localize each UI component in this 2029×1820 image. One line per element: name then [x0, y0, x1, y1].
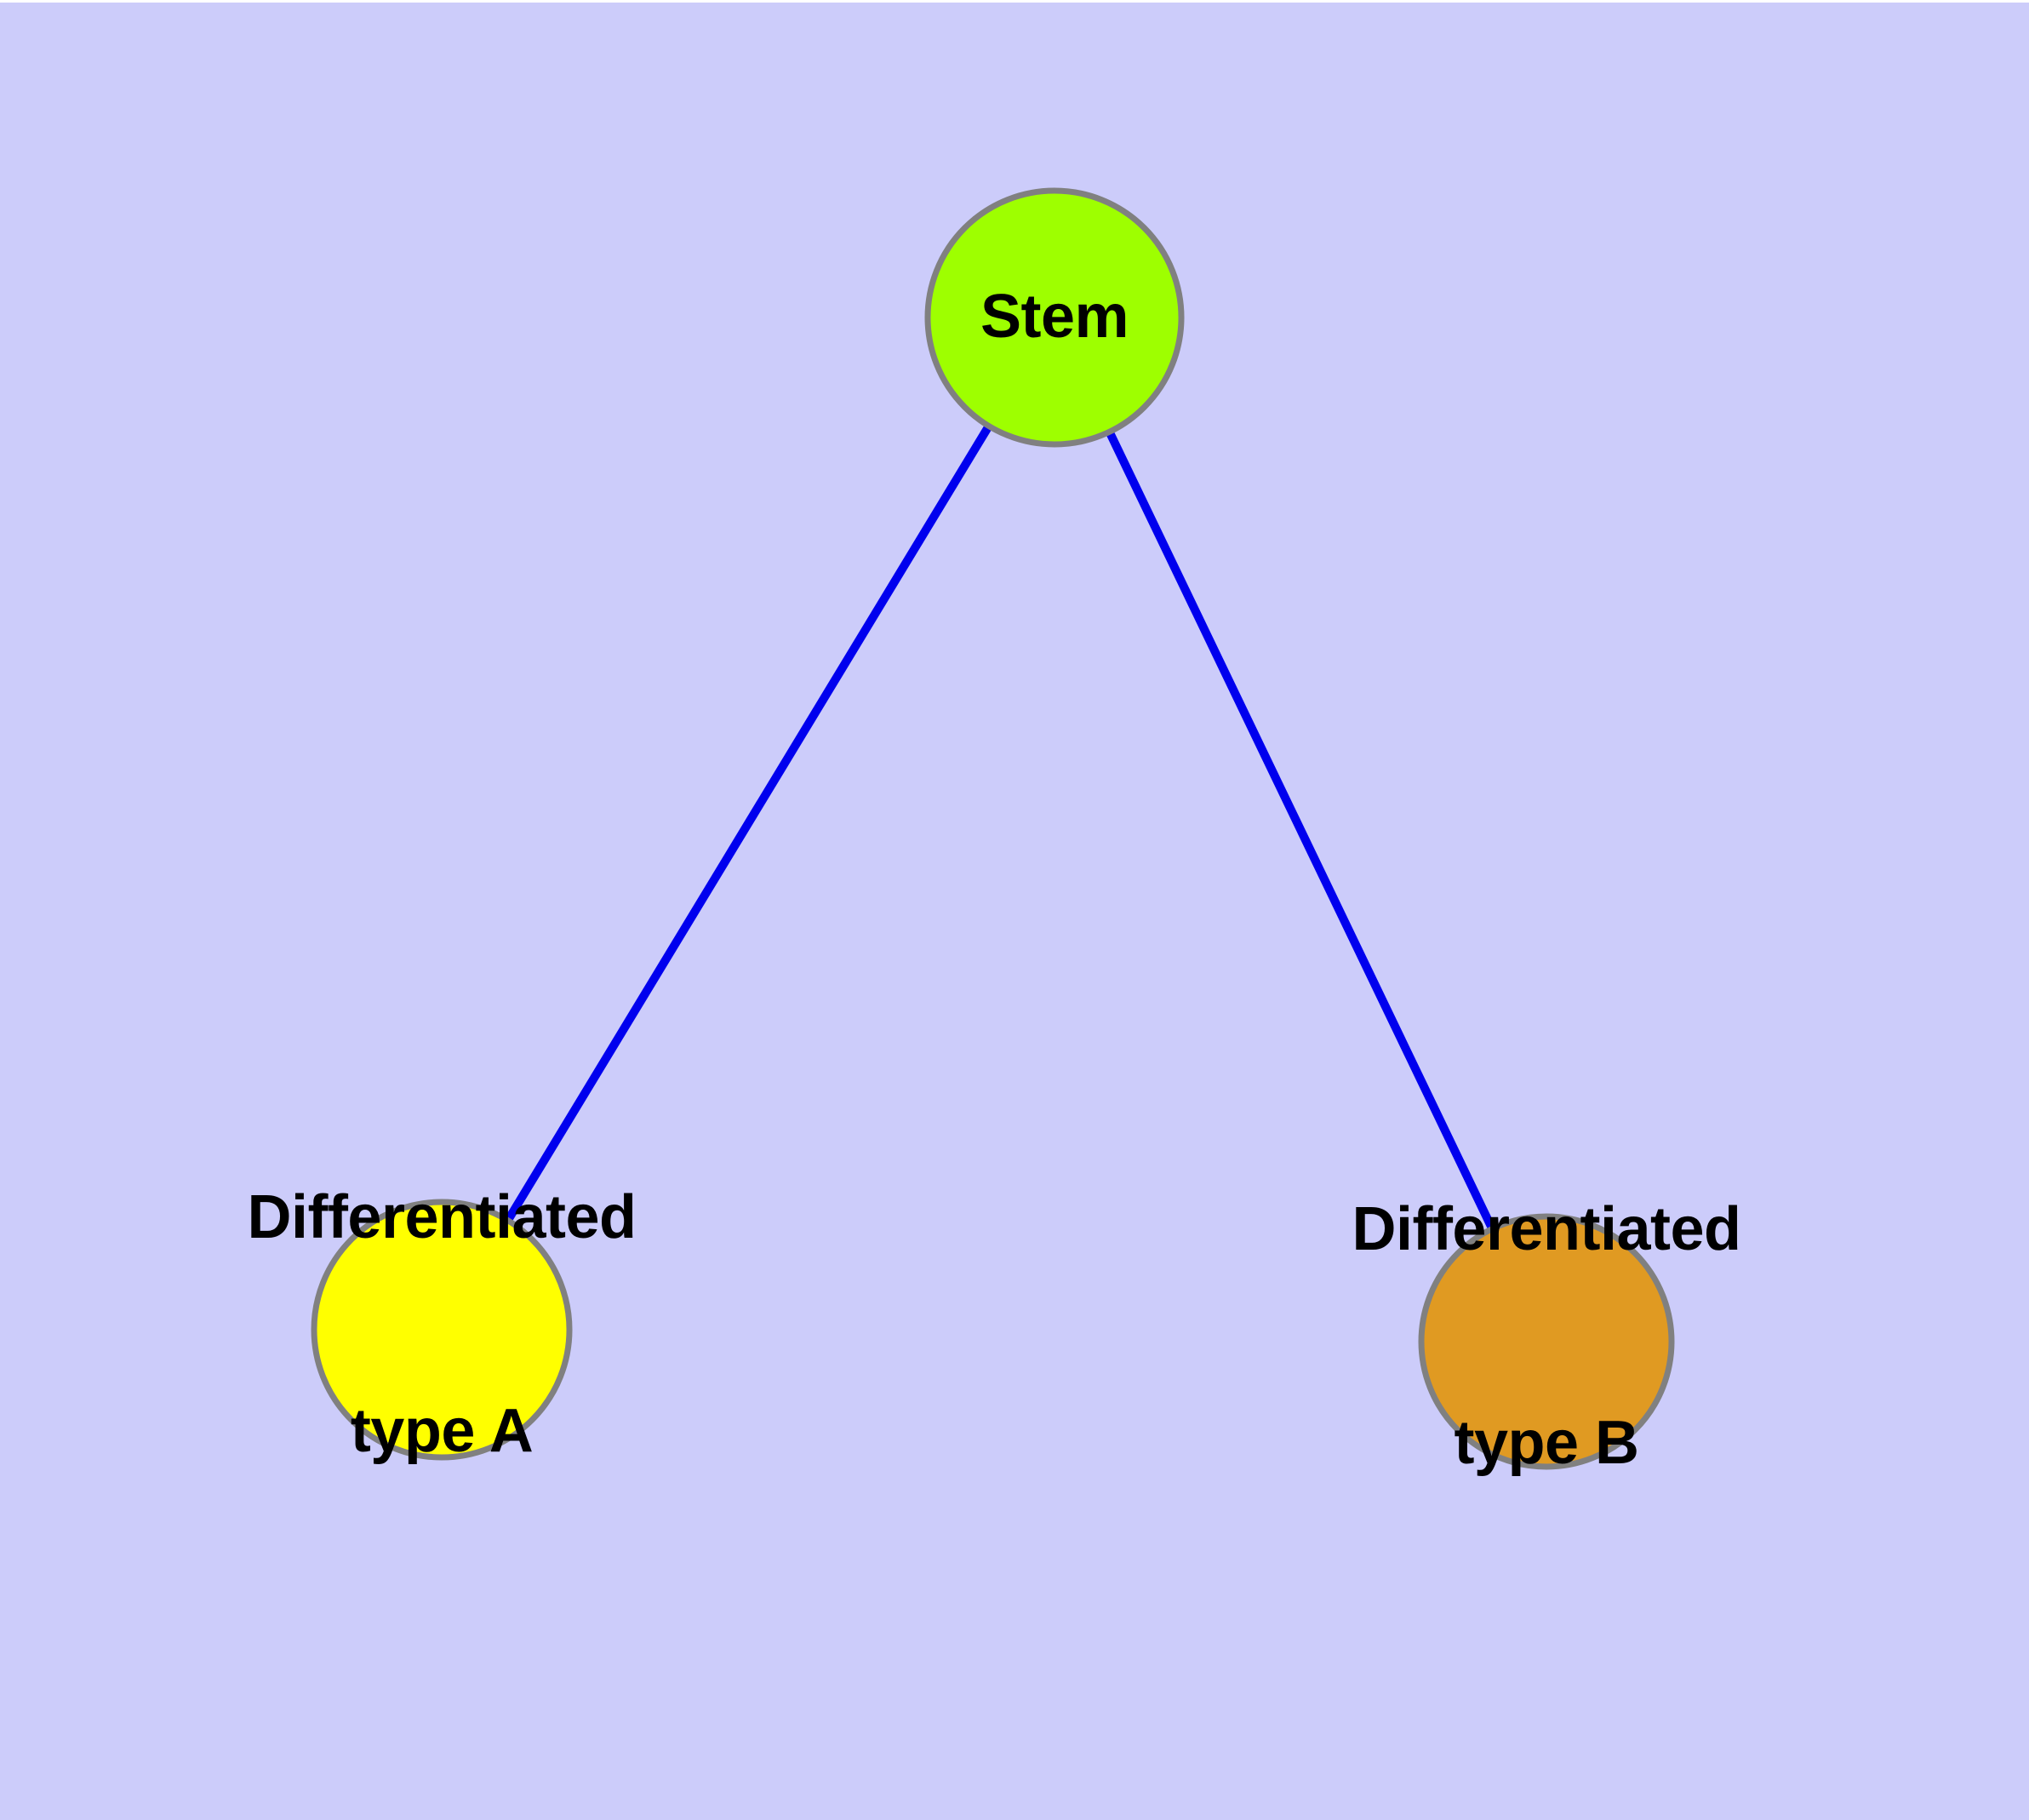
node-layer: [311, 187, 1675, 1470]
diagram-canvas: Stem Differentiated type A Differentiate…: [0, 3, 2029, 1820]
node-differentiated-type-a[interactable]: [311, 1199, 573, 1461]
edge-stem-to-differentiated-type-b[interactable]: [1050, 315, 1551, 1344]
graph-svg: [311, 187, 1675, 1470]
edge-layer: [437, 315, 1551, 1344]
edge-stem-to-differentiated-type-a[interactable]: [437, 315, 1059, 1332]
node-differentiated-type-b[interactable]: [1418, 1213, 1675, 1470]
node-stem[interactable]: [924, 187, 1185, 448]
